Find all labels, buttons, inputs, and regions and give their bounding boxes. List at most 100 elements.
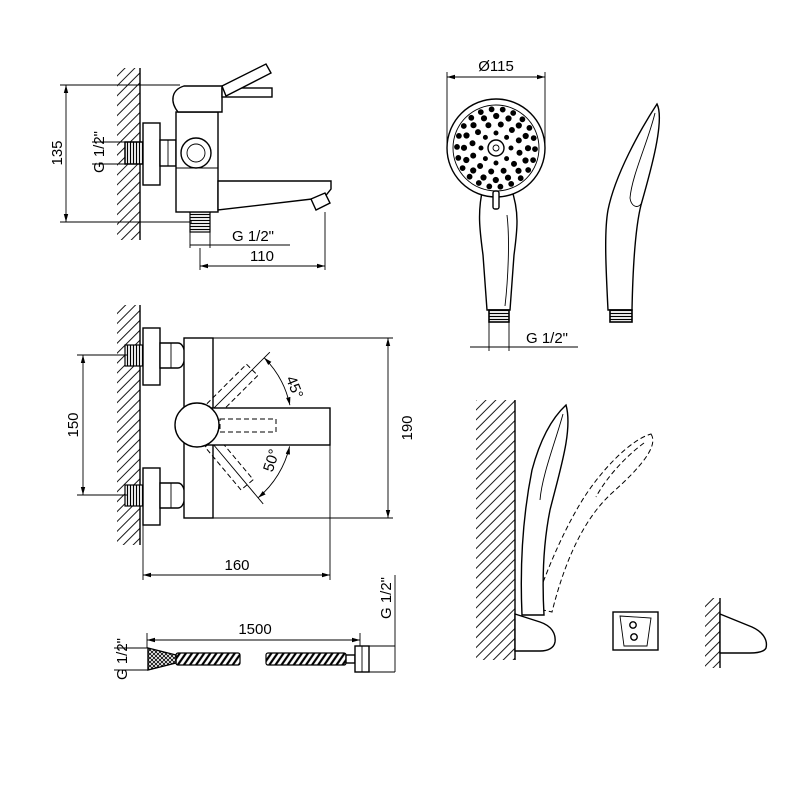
cartridge-cap	[174, 402, 220, 448]
holder-front-socket	[619, 615, 652, 647]
nozzle-dot	[475, 180, 482, 186]
nozzle-dot	[508, 181, 515, 187]
nozzle-dot	[500, 167, 507, 174]
nozzle-dot	[475, 129, 481, 136]
nozzle-dot	[456, 133, 462, 139]
hand-shower-profile	[605, 102, 661, 323]
nozzle-dot	[477, 163, 484, 169]
mounting-screw-hole	[630, 633, 638, 641]
dim-label-inlet-thread: G 1/2"	[91, 131, 108, 173]
dim-label-head-diameter: Ø115	[478, 58, 514, 75]
shower-in-holder-face	[539, 413, 564, 501]
nozzle-dot	[488, 168, 495, 175]
nozzle-dot	[477, 109, 484, 115]
dim-label-spout-reach: 110	[250, 248, 274, 265]
nozzle-dot	[530, 135, 537, 142]
upper-flange	[142, 327, 161, 386]
nozzle-dot	[466, 173, 473, 180]
nozzle-dot	[468, 114, 475, 121]
lever-raised	[221, 63, 272, 97]
dim-label-total-height: 190	[399, 415, 416, 440]
shower-tilted-ghost-face	[595, 442, 645, 498]
nozzle-dot	[524, 145, 532, 152]
dimension-total-height: 190	[213, 337, 416, 519]
mixer-lever	[204, 407, 331, 446]
side-view	[117, 63, 332, 240]
shower-in-holder	[520, 403, 569, 616]
angle-extension-line	[212, 351, 271, 410]
shower-profile-connector	[609, 309, 633, 323]
nozzle-dot	[492, 176, 499, 184]
angle-arc-down	[257, 446, 291, 499]
spray-mode-toggle	[492, 190, 500, 210]
nozzle-dot	[511, 160, 517, 167]
top-view: 45° 50°	[117, 305, 331, 545]
nozzle-dot	[532, 146, 538, 153]
angle-label-up: 45°	[282, 374, 306, 401]
nozzle-dot	[480, 115, 488, 122]
dim-label-height: 135	[49, 140, 66, 165]
nozzle-dot	[530, 157, 536, 164]
shower-profile-face	[629, 112, 656, 207]
nozzle-dot	[470, 152, 477, 159]
mounting-screw-hole	[629, 621, 637, 629]
dim-label-shower-thread: G 1/2"	[526, 330, 568, 347]
shower-profile-outline	[605, 102, 661, 311]
nozzle-dot	[522, 132, 529, 140]
dim-label-depth: 160	[224, 557, 249, 574]
nozzle-dot	[493, 130, 499, 136]
nozzle-dot	[470, 167, 477, 174]
nozzle-dot	[510, 110, 517, 116]
shower-hose: 1500 G 1/2" G 1/2"	[114, 575, 396, 680]
nozzle-dot	[508, 145, 514, 151]
body-connection-core	[186, 143, 206, 163]
nozzle-dot	[525, 167, 532, 173]
wall-hatching	[705, 598, 720, 668]
angle-label-down: 50°	[260, 447, 283, 474]
nozzle-dot	[519, 116, 526, 123]
shower-handle-edge	[504, 214, 509, 307]
inlet-thread	[124, 141, 144, 165]
nozzle-dot	[469, 140, 476, 147]
nozzle-dot	[526, 125, 533, 131]
lever-ghost-up	[206, 351, 271, 416]
nozzle-dot	[493, 112, 500, 120]
dimension-spout-reach: 110	[199, 212, 326, 270]
shower-connector-thread	[488, 309, 510, 323]
dim-label-outlet-thread: G 1/2"	[232, 228, 274, 245]
wall-holder-side-view	[705, 598, 768, 668]
nozzle-dot	[463, 156, 470, 164]
dimension-inlet-spacing: 150	[65, 354, 128, 496]
nozzle-dot	[497, 121, 504, 128]
dimension-outlet-thread: G 1/2"	[189, 228, 290, 248]
nozzle-dot	[493, 160, 499, 166]
dim-label-hose-length: 1500	[238, 621, 271, 638]
hose-segment-right	[265, 652, 347, 666]
dim-label-hose-thread-left: G 1/2"	[114, 638, 131, 680]
nozzle-dot	[486, 183, 493, 190]
nozzle-dot	[515, 137, 522, 144]
nozzle-dot	[488, 106, 495, 113]
hose-segment-left	[175, 652, 241, 666]
nozzle-dot	[480, 174, 487, 181]
wall-holder-side	[514, 613, 556, 652]
dimension-side-height: 135	[49, 84, 192, 223]
nozzle-pattern	[454, 106, 538, 190]
nozzle-dot	[504, 156, 510, 162]
lever-horizontal	[221, 87, 273, 98]
nozzle-dot	[508, 127, 515, 133]
nozzle-dot	[482, 134, 488, 140]
upper-nut	[159, 342, 186, 369]
lower-nut	[159, 482, 186, 509]
dimension-depth: 160	[142, 445, 331, 580]
hose-ferrule	[345, 654, 356, 664]
nozzle-dot	[504, 174, 512, 181]
nozzle-dot	[463, 132, 470, 139]
nozzle-dot	[515, 167, 522, 174]
nozzle-dot	[499, 106, 506, 113]
upper-inlet-thread-lines	[124, 344, 144, 367]
nozzle-dot	[454, 144, 460, 150]
diverter-outlet-thread	[189, 211, 211, 233]
